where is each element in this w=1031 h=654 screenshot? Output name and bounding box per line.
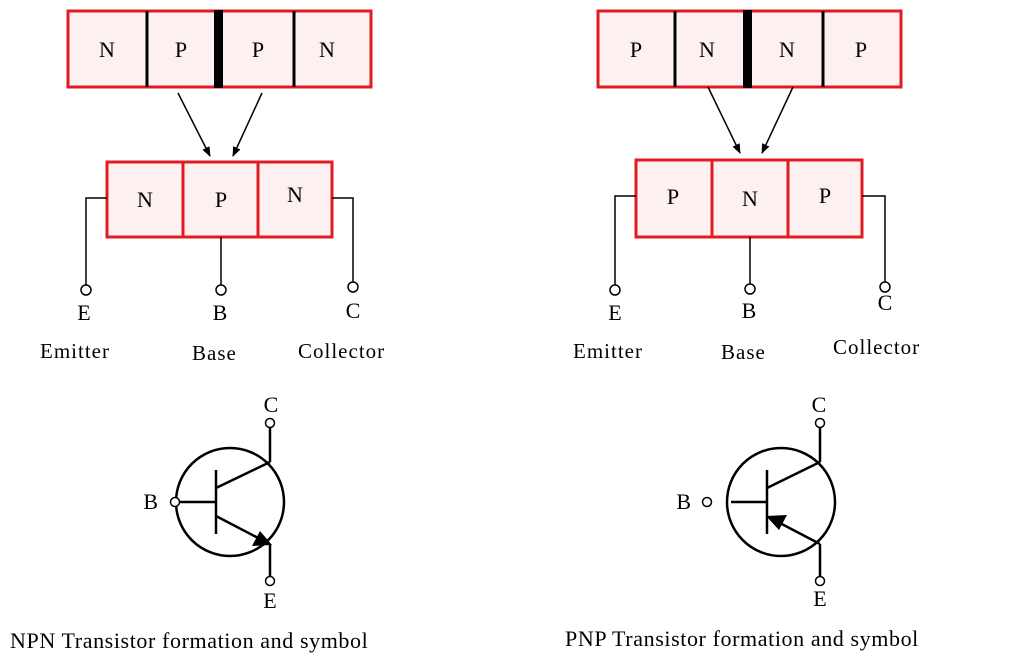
npn-layer-block: N P N: [105, 160, 334, 239]
npn-top-layer-1: N: [99, 37, 115, 62]
pnp-formation: P N N P P N P E B C Emitter Base Collect…: [573, 9, 920, 364]
pnp-collector-letter: C: [878, 290, 893, 315]
npn-emitter-wire: [215, 514, 263, 542]
npn-emitter-lead: [85, 197, 107, 285]
npn-collector-letter: C: [346, 298, 361, 323]
pnp-emitter-name: Emitter: [573, 339, 643, 363]
pnp-emitter-arrow: [766, 515, 787, 530]
npn-symbol-collector-terminal: [264, 417, 276, 429]
pnp-top-layer-2: N: [699, 37, 715, 62]
npn-junction-bar: [214, 10, 223, 88]
pnp-junction-bar: [743, 10, 752, 88]
pnp-layer-box: [634, 158, 864, 239]
npn-top-layer-2: P: [175, 37, 187, 62]
pnp-collector-wire: [766, 460, 821, 490]
npn-symbol-base-terminal: [169, 496, 181, 508]
pnp-merge-arrow: [707, 86, 741, 154]
npn-symbol-emitter-terminal: [264, 575, 276, 587]
npn-emitter-arrow: [252, 531, 272, 546]
pnp-emitter-letter: E: [608, 300, 621, 325]
pnp-emitter-lead: [614, 195, 636, 285]
pnp-symbol-emitter-terminal: [814, 575, 826, 587]
npn-emitter-name: Emitter: [40, 339, 110, 363]
npn-base-letter: B: [213, 300, 228, 325]
pnp-symbol-emitter-label: E: [813, 586, 826, 611]
npn-diode-pair: N P P N: [66, 9, 373, 89]
npn-layer-collector: N: [287, 182, 303, 207]
pnp-collector-name: Collector: [833, 335, 920, 359]
pnp-base-letter: B: [742, 298, 757, 323]
pnp-layer-base: N: [742, 186, 758, 211]
pnp-collector-terminal: [879, 281, 891, 293]
npn-caption: NPN Transistor formation and symbol: [10, 628, 368, 653]
npn-layer-base: P: [215, 187, 227, 212]
pnp-emitter-wire: [775, 519, 821, 546]
pnp-caption: PNP Transistor formation and symbol: [565, 626, 919, 651]
npn-merge-arrow: [232, 92, 263, 157]
pnp-top-layer-4: P: [855, 37, 867, 62]
npn-collector-terminal: [347, 281, 359, 293]
pnp-diode-pair: P N N P: [596, 9, 903, 89]
pnp-symbol-collector-terminal: [814, 417, 826, 429]
pnp-symbol-base-label: B: [676, 489, 691, 514]
npn-merge-arrow: [177, 92, 211, 157]
npn-collector-name: Collector: [298, 339, 385, 363]
pnp-merge-arrow: [761, 86, 794, 154]
npn-collector-wire: [215, 460, 271, 490]
npn-emitter-letter: E: [77, 300, 90, 325]
pnp-top-layer-1: P: [630, 37, 642, 62]
npn-top-layer-4: N: [319, 37, 335, 62]
pnp-symbol: C B E: [676, 392, 837, 611]
npn-symbol-base-label: B: [143, 489, 158, 514]
pnp-base-terminal: [744, 283, 756, 295]
npn-symbol: C B E: [143, 392, 286, 613]
pnp-symbol-circle: [725, 446, 837, 558]
npn-symbol-collector-label: C: [264, 392, 279, 417]
pnp-top-layer-3: N: [779, 37, 795, 62]
npn-formation: N P P N N P N E B C Emitter Base Collect…: [40, 9, 385, 365]
npn-layer-box: [105, 160, 334, 239]
pnp-layer-emitter: P: [667, 184, 679, 209]
pnp-layer-collector: P: [819, 183, 831, 208]
pnp-layer-block: P N P: [634, 158, 864, 239]
npn-layer-emitter: N: [137, 187, 153, 212]
pnp-symbol-collector-label: C: [812, 392, 827, 417]
npn-base-name: Base: [192, 341, 237, 365]
npn-top-layer-3: P: [252, 37, 264, 62]
pnp-base-name: Base: [721, 340, 766, 364]
pnp-collector-lead: [862, 195, 886, 282]
npn-emitter-terminal: [80, 284, 92, 296]
npn-symbol-emitter-label: E: [263, 588, 276, 613]
pnp-symbol-base-terminal: [701, 496, 713, 508]
npn-base-terminal: [215, 284, 227, 296]
pnp-emitter-terminal: [609, 284, 621, 296]
npn-collector-lead: [332, 197, 354, 282]
